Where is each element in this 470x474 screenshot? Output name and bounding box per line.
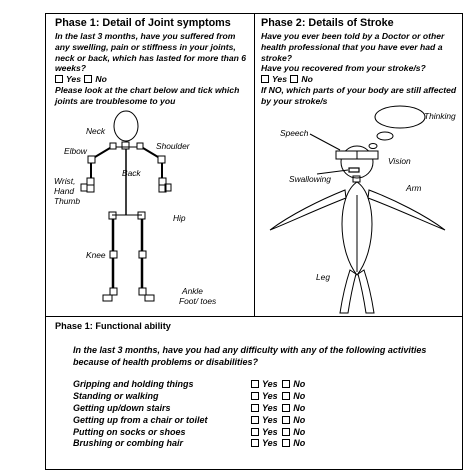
phase2-yes-no: Yes No: [261, 74, 457, 85]
activity-options-5: Yes No: [251, 427, 305, 437]
phase1-instruction: Please look at the chart below and tick …: [55, 84, 240, 106]
thought-bubble-medium: [376, 131, 394, 141]
stroke-figure-right-arm: [367, 189, 446, 231]
label-elbow: Elbow: [64, 146, 87, 156]
activity-1-yes-checkbox[interactable]: [251, 380, 259, 388]
activity-6-no-checkbox[interactable]: [282, 439, 291, 447]
thought-bubble-large: [374, 105, 426, 129]
label-back: Back: [122, 168, 141, 178]
activity-6-yes-checkbox[interactable]: [251, 439, 259, 447]
activity-4-no-checkbox[interactable]: [282, 416, 291, 424]
label-foot: Foot/ toes: [179, 296, 217, 306]
phase3-question: In the last 3 months, have you had any d…: [73, 345, 427, 367]
label-thumb: Thumb: [54, 196, 81, 206]
joint-right-ankle-box: [138, 287, 147, 296]
phase2-no-label: No: [301, 74, 313, 85]
label-wrist: Wrist,: [54, 176, 76, 186]
phase2-yes-checkbox[interactable]: [261, 75, 269, 84]
activity-1-no-label: No: [293, 379, 306, 389]
phase2-question2: Have you recovered from your stroke/s?: [261, 63, 426, 74]
skeleton-head: [113, 110, 139, 142]
activity-4-no-label: No: [293, 415, 306, 425]
phase1-title: Phase 1: Detail of Joint symptoms: [55, 17, 231, 29]
phase1-yes-no: Yes No: [55, 74, 251, 85]
phase1-yes-checkbox[interactable]: [55, 75, 63, 84]
label-knee: Knee: [86, 250, 106, 260]
activity-options-4: Yes No: [251, 415, 305, 425]
phase1-yes-label: Yes: [66, 74, 81, 85]
label-hand: Hand: [54, 186, 75, 196]
joint-right-foot-box: [144, 294, 155, 302]
joint-left-shoulder-box: [109, 142, 117, 150]
stroke-figure-left-leg: [339, 269, 357, 314]
label-swallowing: Swallowing: [289, 174, 331, 184]
label-vision: Vision: [388, 156, 411, 166]
label-thinking: Thinking: [424, 111, 456, 121]
stroke-figure-neck: [352, 175, 361, 183]
section-divider: [45, 316, 463, 317]
label-speech: Speech: [280, 128, 309, 138]
activity-5-no-checkbox[interactable]: [282, 428, 291, 436]
stroke-figure-mouth: [348, 167, 360, 173]
activity-1-yes-label: Yes: [262, 379, 278, 389]
column-divider: [254, 13, 255, 316]
activity-4-yes-checkbox[interactable]: [251, 416, 259, 424]
activity-options-6: Yes No: [251, 438, 305, 448]
joint-right-shoulder-box: [136, 142, 144, 150]
phase1-no-label: No: [95, 74, 107, 85]
activity-3-no-checkbox[interactable]: [282, 404, 291, 412]
label-leg: Leg: [316, 272, 330, 282]
activity-options-3: Yes No: [251, 403, 305, 413]
phase2-question1: Have you ever been told by a Doctor or o…: [261, 31, 445, 63]
label-neck: Neck: [86, 126, 106, 136]
activity-5-no-label: No: [293, 427, 306, 437]
joint-right-thumb-box: [158, 184, 167, 193]
activity-3-yes-label: Yes: [262, 403, 278, 413]
phase2-no-checkbox[interactable]: [290, 75, 299, 84]
label-shoulder: Shoulder: [156, 141, 190, 151]
joint-left-thumb-box: [86, 184, 95, 193]
activity-6-yes-label: Yes: [262, 438, 278, 448]
activity-6-no-label: No: [293, 438, 306, 448]
activity-2-yes-label: Yes: [262, 391, 278, 401]
phase3-title: Phase 1: Functional ability: [55, 321, 171, 331]
thought-bubble-small: [368, 143, 378, 149]
label-hip: Hip: [173, 213, 186, 223]
activity-3-yes-checkbox[interactable]: [251, 404, 259, 412]
activity-options-2: Yes No: [251, 391, 305, 401]
phase2-yes-label: Yes: [272, 74, 287, 85]
phase1-question: In the last 3 months, have you suffered …: [55, 31, 247, 74]
activity-label-5: Putting on socks or shoes: [73, 427, 186, 437]
activity-3-no-label: No: [293, 403, 306, 413]
activity-5-yes-checkbox[interactable]: [251, 428, 259, 436]
activity-label-1: Gripping and holding things: [73, 379, 194, 389]
activity-label-3: Getting up/down stairs: [73, 403, 171, 413]
activity-5-yes-label: Yes: [262, 427, 278, 437]
joint-left-foot-box: [102, 294, 113, 302]
stroke-figure-body: [341, 181, 373, 276]
activity-2-yes-checkbox[interactable]: [251, 392, 259, 400]
label-arm: Arm: [406, 183, 422, 193]
label-ankle: Ankle: [182, 286, 203, 296]
phase1-panel: Phase 1: Detail of Joint symptoms In the…: [55, 17, 251, 107]
activity-options-1: Yes No: [251, 379, 305, 389]
activity-1-no-checkbox[interactable]: [282, 380, 291, 388]
phase2-question3: If NO, which parts of your body are stil…: [261, 84, 457, 106]
activity-4-yes-label: Yes: [262, 415, 278, 425]
activity-2-no-checkbox[interactable]: [282, 392, 291, 400]
activity-label-4: Getting up from a chair or toilet: [73, 415, 208, 425]
activity-2-no-label: No: [293, 391, 306, 401]
stroke-figure-head: [340, 145, 374, 179]
stroke-figure-right-leg: [357, 269, 375, 314]
joint-left-ankle-box: [109, 287, 118, 296]
stroke-figure-left-arm: [269, 189, 347, 231]
phase2-title: Phase 2: Details of Stroke: [261, 17, 394, 29]
phase1-no-checkbox[interactable]: [84, 75, 93, 84]
activity-label-2: Standing or walking: [73, 391, 159, 401]
phase2-panel: Phase 2: Details of Stroke Have you ever…: [261, 17, 457, 107]
activity-label-6: Brushing or combing hair: [73, 438, 184, 448]
joint-right-hand-box: [164, 183, 172, 192]
